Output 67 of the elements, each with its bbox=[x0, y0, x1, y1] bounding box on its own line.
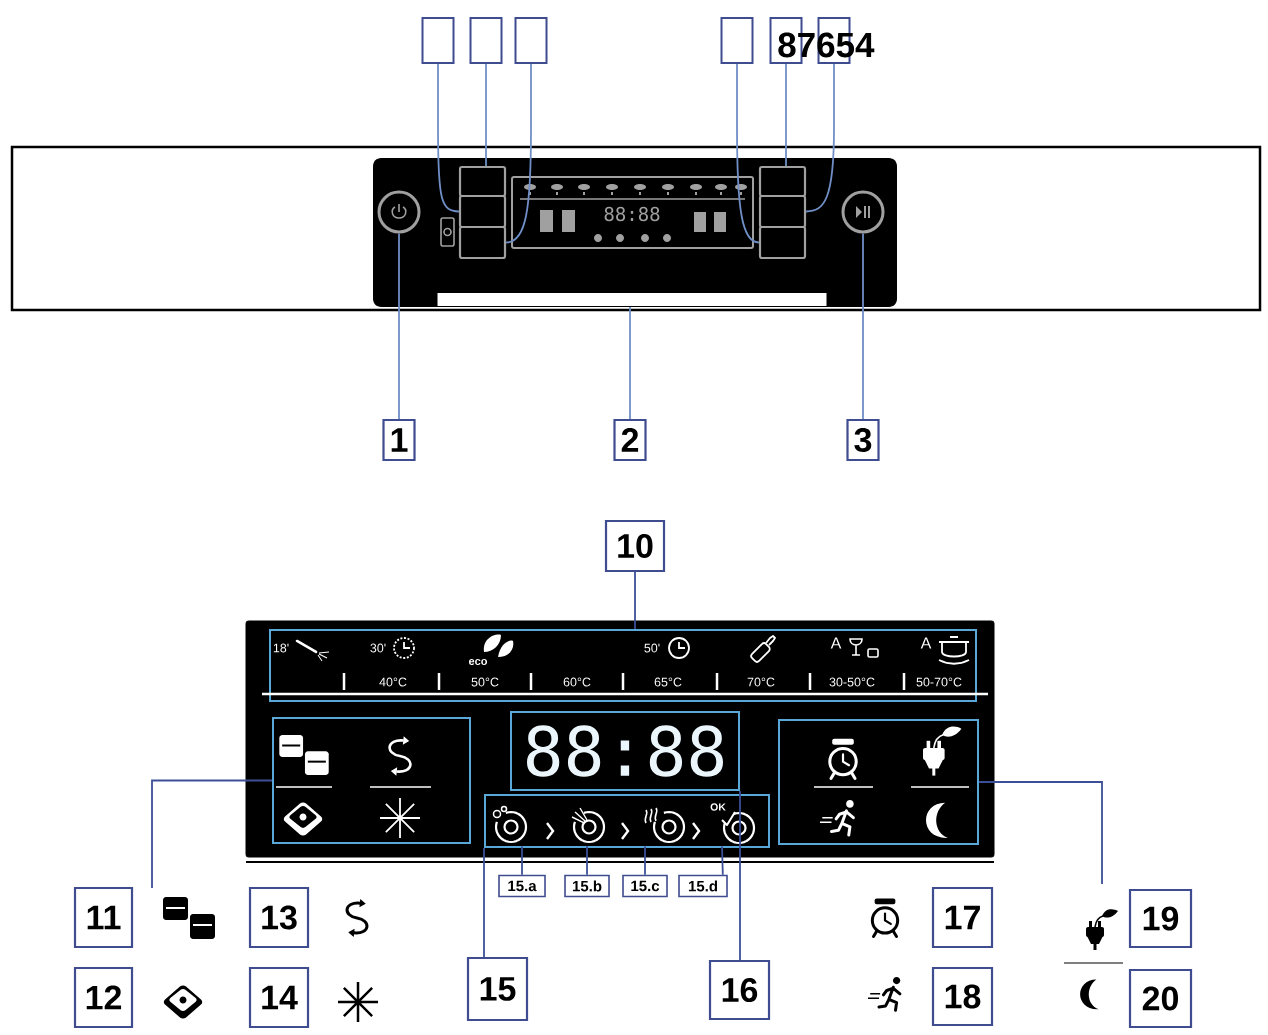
leader-line bbox=[862, 232, 864, 420]
panel-button bbox=[458, 225, 507, 260]
letter-label: A bbox=[920, 637, 932, 649]
leader-line bbox=[721, 845, 724, 876]
leader-line bbox=[586, 845, 588, 876]
callout-number: 12 bbox=[73, 966, 134, 1029]
leader-line bbox=[485, 63, 487, 167]
leader-line bbox=[805, 63, 835, 213]
leader-line bbox=[634, 571, 636, 630]
callout-label: 15.d bbox=[678, 874, 728, 898]
callout-number: 19 bbox=[1128, 888, 1193, 949]
temperature-label: 50°C bbox=[471, 677, 499, 687]
callout-label: 15.a bbox=[498, 874, 546, 898]
temperature-label: 70°C bbox=[747, 677, 775, 687]
leader-line bbox=[483, 847, 485, 958]
callout-box bbox=[469, 17, 503, 64]
icon-caption: eco bbox=[468, 659, 488, 665]
callout-number: 14 bbox=[248, 966, 310, 1029]
option-frame bbox=[778, 719, 979, 845]
callout-number: 2 bbox=[613, 418, 647, 462]
leader-line bbox=[644, 845, 646, 876]
callout-number: 18 bbox=[931, 966, 994, 1027]
leader-line bbox=[151, 779, 273, 889]
panel-button bbox=[458, 165, 507, 198]
time-label: 18' bbox=[273, 643, 289, 653]
callout-label: 15.b bbox=[564, 874, 610, 898]
callout-number: 10 bbox=[604, 519, 666, 573]
temperature-label: 30-50°C bbox=[829, 677, 875, 687]
option-frame bbox=[272, 717, 471, 844]
panel-button bbox=[758, 225, 807, 260]
letter-label: A bbox=[830, 637, 842, 649]
leader-line bbox=[398, 232, 400, 420]
callout-box bbox=[720, 17, 754, 64]
leader-line bbox=[978, 781, 1103, 885]
temperature-label: 40°C bbox=[379, 677, 407, 687]
callout-box bbox=[514, 17, 548, 64]
panel-button bbox=[758, 165, 807, 198]
callout-number: 17 bbox=[931, 886, 994, 949]
leader-line bbox=[785, 63, 787, 167]
callout-number: 13 bbox=[248, 886, 310, 949]
callout-number: 20 bbox=[1128, 968, 1193, 1029]
callout-number: 15 bbox=[466, 956, 529, 1022]
leader-line bbox=[521, 845, 523, 876]
mini-display: 88:88 bbox=[511, 176, 754, 249]
heating-icon bbox=[644, 807, 686, 844]
panel-button bbox=[758, 194, 807, 229]
callout-number: 11 bbox=[73, 886, 134, 949]
callout-number: 16 bbox=[708, 959, 771, 1021]
callout-box bbox=[421, 17, 455, 64]
phase-frame bbox=[484, 794, 770, 848]
time-label: 30' bbox=[370, 643, 386, 653]
ok-label: OK bbox=[710, 803, 726, 811]
leader-line bbox=[437, 63, 460, 213]
handle-slot bbox=[436, 292, 828, 307]
temperature-label: 65°C bbox=[654, 677, 682, 687]
leader-line bbox=[739, 790, 741, 961]
digit-display: 88:88 bbox=[510, 711, 740, 791]
callout-number: 3 bbox=[846, 418, 880, 462]
temperature-label: 60°C bbox=[563, 677, 591, 687]
panel-button bbox=[458, 194, 507, 229]
time-label: 50' bbox=[644, 643, 660, 653]
callout-label: 15.c bbox=[622, 874, 668, 898]
prewash-icon bbox=[492, 805, 528, 844]
leader-line bbox=[629, 306, 631, 420]
wash-icon bbox=[571, 807, 606, 844]
callout-number: 1 bbox=[382, 418, 416, 462]
temperature-label: 50-70°C bbox=[916, 677, 962, 687]
